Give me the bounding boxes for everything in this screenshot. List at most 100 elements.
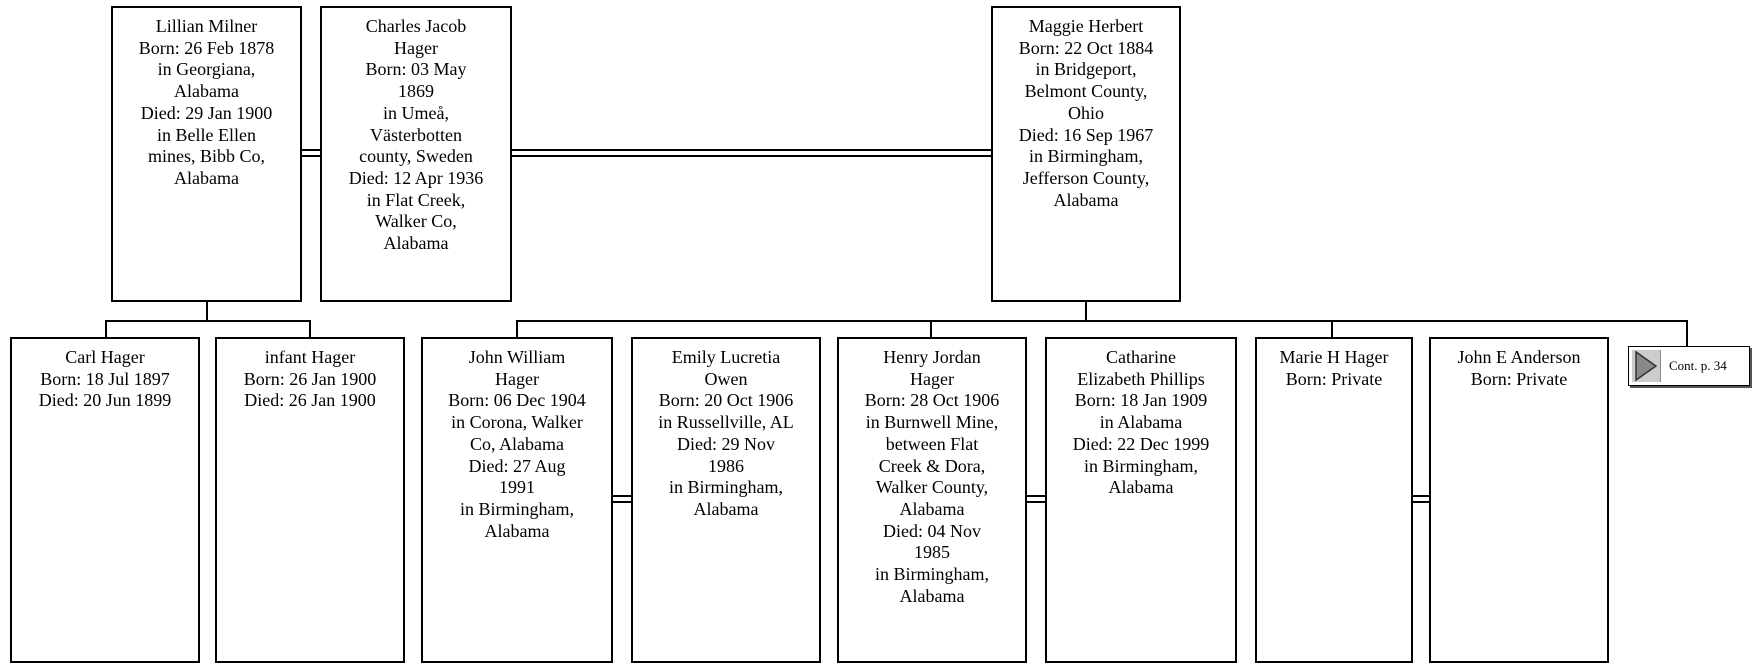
person-text-line: Died: 04 Nov [883, 520, 981, 541]
person-text-line: Alabama [899, 498, 965, 519]
play-arrow-icon [1632, 350, 1661, 382]
marriage-line-marie-john-e [1411, 495, 1433, 503]
person-text-line: John E Anderson [1457, 347, 1581, 367]
person-text-line: in Birmingham, [1084, 455, 1198, 476]
person-text-line: Lillian Milner [155, 16, 258, 36]
person-text-line: in Birmingham, [875, 564, 989, 585]
person-text-line: infant Hager [264, 347, 356, 367]
person-text-line: Born: 18 Jul 1897 [40, 368, 170, 389]
person-text-line: county, Sweden [359, 146, 473, 167]
person-text-line: Born: 18 Jan 1909 [1074, 390, 1208, 411]
person-text-line: between Flat [885, 433, 979, 454]
person-text-line: in Russellville, AL [658, 412, 794, 433]
person-text-line: Marie H Hager [1279, 347, 1389, 367]
marriage-line-lillian-charles [300, 149, 322, 157]
person-text-line: Västerbotten [370, 124, 462, 145]
person-text-line: Born: Private [1470, 368, 1568, 389]
person-text-line: Died: 20 Jun 1899 [38, 390, 172, 411]
person-text-line: in Corona, Walker [451, 412, 583, 433]
drop-line-marie [1331, 320, 1333, 337]
person-text-line: Co, Alabama [470, 433, 564, 454]
person-text-line: Died: 29 Jan 1900 [140, 102, 273, 123]
person-text-line: Born: 06 Dec 1904 [448, 390, 586, 411]
person-text-line: Ohio [1068, 102, 1104, 123]
person-text-line: 1985 [914, 542, 950, 563]
person-text-line: in Umeå, [383, 102, 449, 123]
person-text-line: Hager [910, 368, 954, 389]
person-text-line: Emily Lucretia [671, 347, 781, 367]
person-text-line: Born: 26 Jan 1900 [243, 368, 377, 389]
sibling-bar-maggie [516, 320, 1687, 322]
person-text-line: in Birmingham, [460, 498, 574, 519]
person-text-line: in Burnwell Mine, [865, 412, 999, 433]
drop-line-henry [930, 320, 932, 337]
person-text-line: Elizabeth Phillips [1077, 368, 1205, 389]
person-text-line: 1991 [499, 477, 535, 498]
person-text-line: Alabama [693, 498, 759, 519]
person-text-line: Died: 27 Aug [468, 455, 566, 476]
person-text-line: Born: 22 Oct 1884 [1018, 37, 1154, 58]
drop-line-carl [105, 320, 107, 337]
person-text-line: in Alabama [1099, 412, 1183, 433]
person-text-line: Charles Jacob [365, 16, 467, 36]
person-text-line: Catharine [1106, 347, 1176, 367]
person-text-line: Hager [495, 368, 539, 389]
person-text-line: Born: 28 Oct 1906 [864, 390, 1000, 411]
descent-line-lillian [206, 301, 208, 321]
person-text-line: Henry Jordan [883, 347, 981, 367]
person-text-line: Owen [704, 368, 748, 389]
person-text-line: Walker County, [875, 477, 989, 498]
person-text-line: Alabama [1108, 477, 1174, 498]
person-text-line: in Bridgeport, [1035, 59, 1137, 80]
person-text-line: Alabama [174, 167, 239, 188]
person-text-line: Jefferson County, [1022, 167, 1150, 188]
drop-line-john-william [516, 320, 518, 337]
person-text-line: Alabama [383, 233, 449, 254]
person-text-line: Born: 26 Feb 1878 [138, 37, 275, 58]
drop-line-infant [309, 320, 311, 337]
person-text-line: Belmont County, [1024, 81, 1148, 102]
person-text-line: Born: Private [1285, 368, 1383, 389]
person-text-line: Born: 20 Oct 1906 [658, 390, 794, 411]
marriage-line-charles-maggie [510, 149, 994, 157]
person-text-line: in Birmingham, [669, 477, 783, 498]
drop-line-continuation [1686, 320, 1688, 346]
marriage-line-henry-catharine [1025, 495, 1047, 503]
person-text-line: in Belle Ellen [157, 124, 256, 145]
person-text-line: 1986 [708, 455, 744, 476]
continuation-link[interactable]: Cont. p. 34 [1628, 346, 1750, 386]
person-text-line: 1869 [398, 81, 434, 102]
person-text-line: Maggie Herbert [1028, 16, 1144, 36]
person-text-line: Died: 12 Apr 1936 [348, 167, 484, 188]
person-text-line: in Birmingham, [1029, 146, 1143, 167]
descent-line-maggie [1085, 301, 1087, 321]
person-text-line: Died: 22 Dec 1999 [1072, 433, 1210, 454]
marriage-line-john-emily [611, 495, 633, 503]
sibling-bar-lillian [105, 320, 310, 322]
person-text-line: Alabama [899, 585, 965, 606]
person-text-line: Died: 16 Sep 1967 [1018, 124, 1154, 145]
person-text-line: Alabama [484, 520, 550, 541]
person-text-line: in Georgiana, [157, 59, 256, 80]
person-text-line: Alabama [174, 81, 239, 102]
person-text-line: Carl Hager [65, 347, 145, 367]
person-text-line: mines, Bibb Co, [147, 146, 265, 167]
person-text-line: Died: 29 Nov [677, 433, 775, 454]
person-text-line: Born: 03 May [365, 59, 467, 80]
person-text-line: Alabama [1053, 189, 1119, 210]
person-text-line: Died: 26 Jan 1900 [244, 390, 376, 411]
person-text-line: in Flat Creek, [366, 189, 466, 210]
person-text-line: Walker Co, [375, 211, 457, 232]
continuation-label: Cont. p. 34 [1669, 358, 1727, 373]
